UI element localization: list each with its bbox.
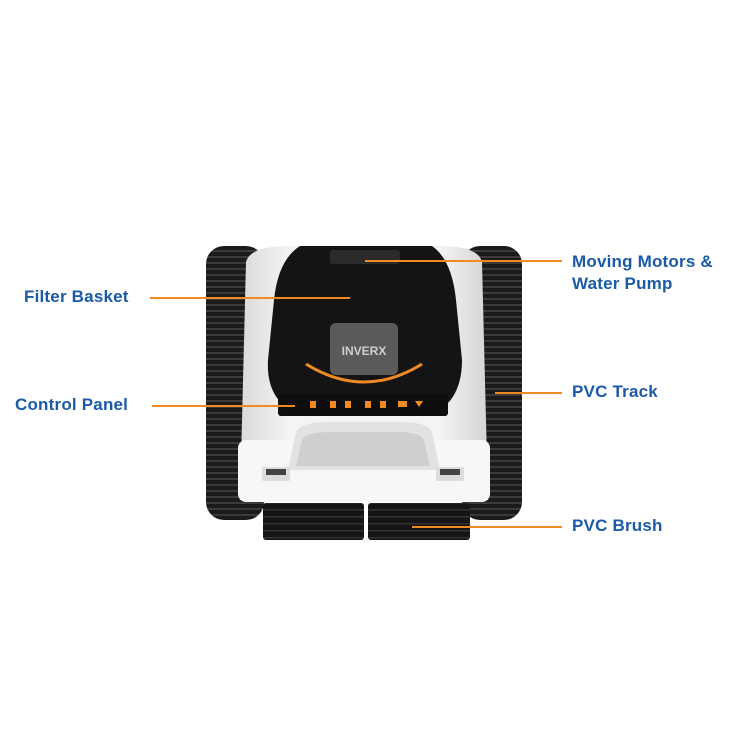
label-moving-motors-line1: Moving Motors & bbox=[572, 252, 713, 271]
callout-line-brush bbox=[412, 526, 562, 528]
callout-line-filter bbox=[150, 297, 350, 299]
callout-line-motors bbox=[365, 260, 562, 262]
control-panel bbox=[278, 394, 448, 416]
label-control-panel: Control Panel bbox=[15, 395, 129, 414]
callout-line-control bbox=[152, 405, 295, 407]
label-pvc-brush: PVC Brush bbox=[572, 516, 663, 535]
callout-line-track bbox=[495, 392, 562, 394]
left-brush bbox=[263, 503, 364, 540]
brand-logo: INVERX bbox=[342, 344, 387, 358]
label-moving-motors: Moving Motors & Water Pump bbox=[572, 251, 713, 295]
right-brush bbox=[368, 503, 470, 540]
label-pvc-track: PVC Track bbox=[572, 382, 658, 401]
label-moving-motors-line2: Water Pump bbox=[572, 274, 673, 293]
label-filter-basket: Filter Basket bbox=[24, 287, 129, 306]
